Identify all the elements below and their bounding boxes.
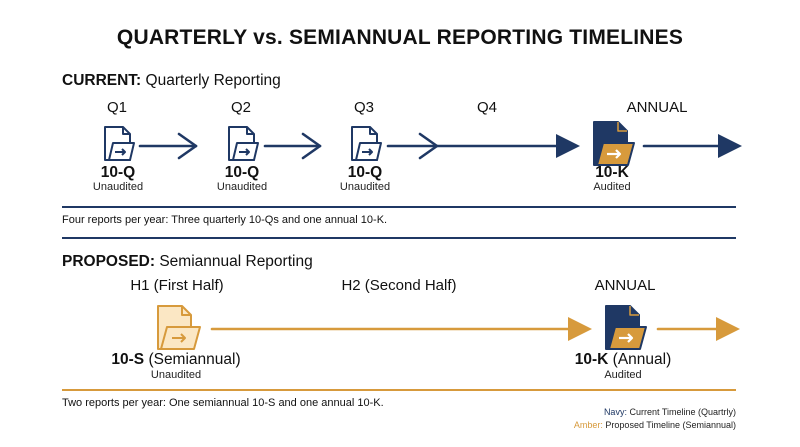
arrow-head (716, 317, 740, 341)
current-label-rest: Quarterly Reporting (145, 72, 281, 89)
period-q3: Q3 (353, 99, 374, 116)
chevron-arrow (177, 132, 198, 160)
document-folder-icon (351, 126, 382, 161)
doc-detail-10s: (Semiannual) (148, 351, 241, 368)
arrow-head (568, 317, 592, 341)
legend-amber: Amber: Proposed Timeline (Semiannual) (574, 419, 736, 432)
period-q1: Q1 (106, 99, 127, 116)
doc-status-4: Audited (593, 181, 631, 193)
proposed-label-bold: PROPOSED: (62, 253, 156, 270)
document-folder-icon (157, 305, 201, 350)
doc-status-2: Unaudited (216, 181, 268, 193)
period-h1: H1 (First Half) (130, 277, 224, 294)
doc-status-1: Unaudited (92, 181, 144, 193)
doc-label-10q-3: 10-Q (347, 164, 383, 181)
document-folder-filled-icon (593, 121, 635, 166)
legend-navy-key: Navy: (603, 407, 627, 417)
doc-detail-10k: (Annual) (612, 351, 672, 368)
chevron-arrow (301, 132, 322, 160)
current-label-bold: CURRENT: (62, 72, 142, 89)
current-note: Four reports per year: Three quarterly 1… (62, 214, 388, 226)
divider (62, 237, 736, 239)
arrow-head (556, 134, 580, 158)
document-folder-filled-icon (605, 305, 647, 350)
current-timeline (138, 132, 730, 160)
proposed-label-rest: Semiannual Reporting (159, 253, 313, 270)
doc-status-10k-proposed: Audited (604, 369, 642, 381)
divider (62, 206, 736, 208)
legend-amber-text: Proposed Timeline (Semiannual) (605, 420, 736, 430)
period-h2: H2 (Second Half) (341, 277, 457, 294)
doc-name-10k: 10-K (574, 351, 609, 368)
arrow-head (718, 134, 742, 158)
period-annual: ANNUAL (626, 99, 688, 116)
period-q4: Q4 (476, 99, 497, 116)
legend-navy: Navy: Current Timeline (Quartrly) (574, 406, 736, 419)
proposed-section-title: PROPOSED: Semiannual Reporting (62, 253, 313, 271)
chevron-arrow (418, 132, 439, 160)
proposed-note: Two reports per year: One semiannual 10-… (62, 397, 384, 409)
doc-label-10k: 10-K (595, 164, 629, 181)
doc-status-10s: Unaudited (150, 369, 202, 381)
doc-label-10s: 10-S (Semiannual) (76, 351, 276, 369)
document-folder-icon (228, 126, 259, 161)
doc-status-3: Unaudited (339, 181, 391, 193)
period-q2: Q2 (230, 99, 251, 116)
legend-amber-key: Amber: (573, 420, 603, 430)
divider (62, 389, 736, 391)
document-folder-icon (104, 126, 135, 161)
doc-name-10s: 10-S (111, 351, 145, 368)
legend-navy-text: Current Timeline (Quartrly) (629, 407, 736, 417)
period-annual-proposed: ANNUAL (594, 277, 656, 294)
doc-label-10k-proposed: 10-K (Annual) (523, 351, 723, 369)
doc-label-10q-2: 10-Q (224, 164, 260, 181)
legend: Navy: Current Timeline (Quartrly) Amber:… (574, 406, 736, 432)
current-section-title: CURRENT: Quarterly Reporting (62, 72, 281, 90)
doc-label-10q-1: 10-Q (100, 164, 136, 181)
page-title: QUARTERLY vs. SEMIANNUAL REPORTING TIMEL… (116, 26, 684, 49)
